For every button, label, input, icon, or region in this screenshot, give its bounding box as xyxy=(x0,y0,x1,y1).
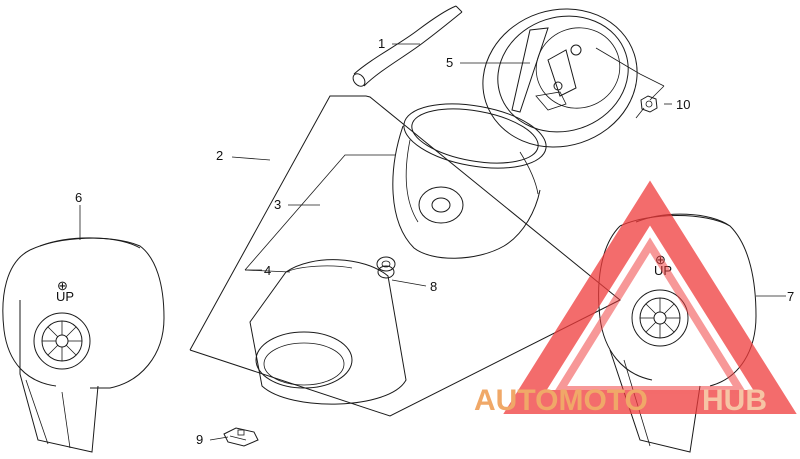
callout-6: 6 xyxy=(75,190,82,205)
callout-2: 2 xyxy=(216,148,223,163)
left-up-symbol: ⊕ xyxy=(57,278,68,293)
watermark-text-part2: HUB xyxy=(702,384,767,417)
air-filter-element xyxy=(392,103,547,259)
callout-7: 7 xyxy=(787,289,794,304)
left-housing: ⊕ UP xyxy=(2,237,165,453)
callout-8: 8 xyxy=(430,279,437,294)
grommet xyxy=(376,256,396,279)
filter-bracket-outline xyxy=(244,154,395,273)
leader-lines xyxy=(79,43,786,441)
watermark-text-part1: AUTOMOTO xyxy=(474,384,648,417)
watermark-logo xyxy=(503,180,797,414)
clip xyxy=(223,427,259,447)
callout-labels: 1 2 3 4 5 6 7 8 9 10 xyxy=(75,36,794,447)
callout-3: 3 xyxy=(274,197,281,212)
breather-tube xyxy=(352,5,463,87)
callout-9: 9 xyxy=(196,432,203,447)
callout-1: 1 xyxy=(378,36,385,51)
foam-element xyxy=(249,259,407,405)
callout-10: 10 xyxy=(676,97,690,112)
watermark-text: AUTOMOTO HUB xyxy=(474,384,767,417)
callout-4: 4 xyxy=(264,263,271,278)
callout-5: 5 xyxy=(446,55,453,70)
assembly-outline xyxy=(189,95,621,417)
left-up-mark: UP xyxy=(56,289,74,304)
air-cleaner-cover xyxy=(482,8,641,148)
nut xyxy=(640,95,658,113)
